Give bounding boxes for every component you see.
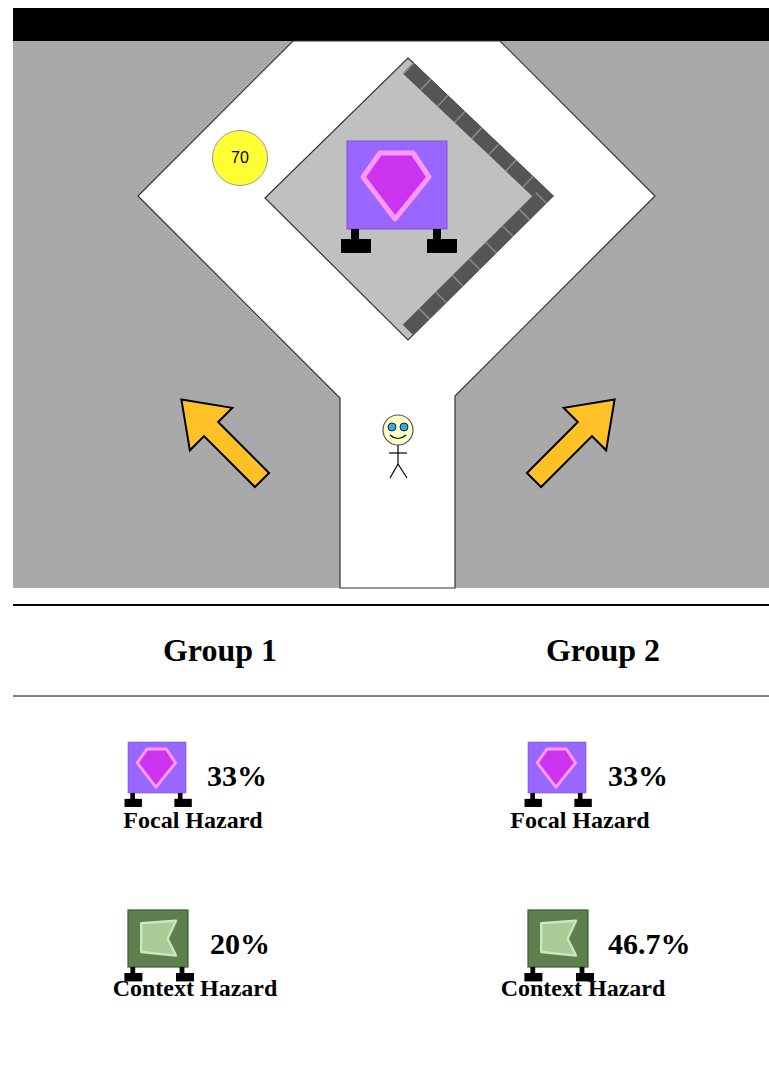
focal-hazard-icon (525, 742, 592, 807)
left-arrow (160, 378, 283, 501)
inner-block (265, 58, 553, 340)
probability-value: 33% (207, 759, 267, 794)
top-bar (13, 8, 769, 41)
group-heading: Group 2 (546, 632, 660, 669)
score-number: 70 (231, 149, 249, 167)
right-arrow (513, 378, 636, 501)
context-hazard-icon (524, 910, 594, 981)
focal-hazard-icon (125, 742, 192, 807)
table-rule (13, 696, 769, 697)
probability-value: 33% (608, 759, 668, 794)
focal-hazard-figure (341, 141, 457, 253)
context-hazard-icon (124, 910, 194, 981)
group-heading: Group 1 (163, 632, 277, 669)
score-circle: 70 (212, 130, 268, 186)
hazard-name: Focal Hazard (510, 807, 649, 835)
hazard-name: Context Hazard (113, 975, 278, 1003)
probability-value: 20% (210, 927, 270, 962)
probability-value: 46.7% (608, 927, 691, 962)
hazard-name: Focal Hazard (123, 807, 262, 835)
walk-path (138, 41, 655, 588)
stick-figure (383, 415, 413, 478)
ground (13, 41, 769, 588)
hazard-name: Context Hazard (501, 975, 666, 1003)
table-rule (13, 604, 769, 606)
